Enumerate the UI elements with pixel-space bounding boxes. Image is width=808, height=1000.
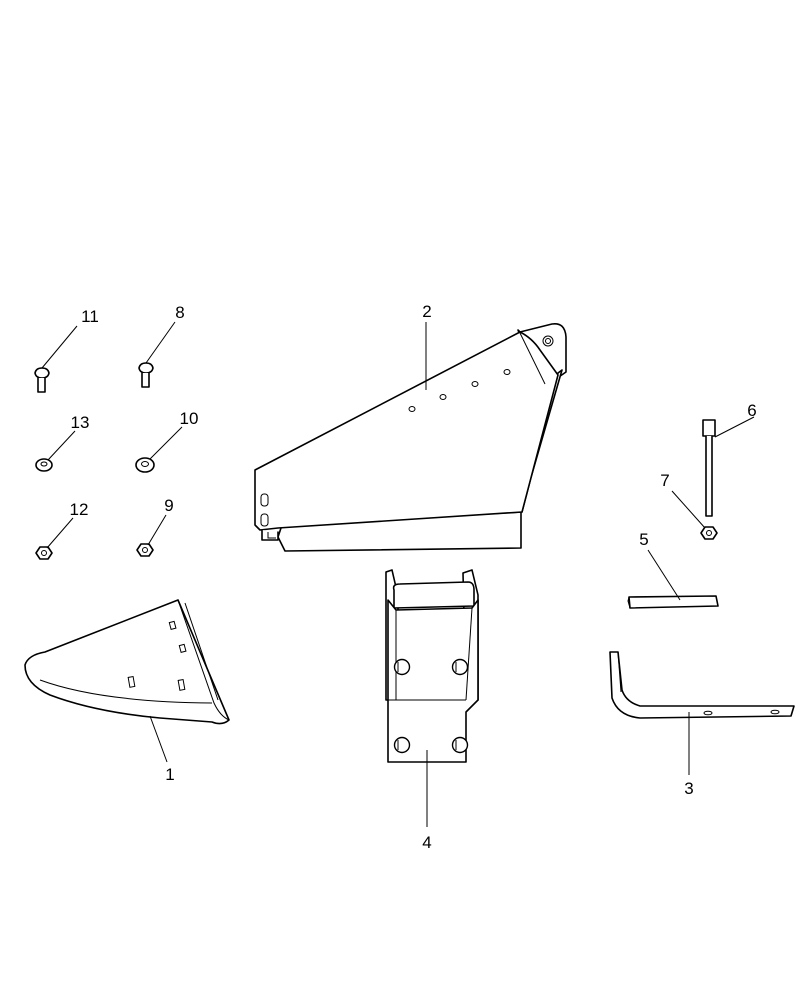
leader-11 — [41, 325, 78, 369]
part-1-point — [24, 599, 230, 725]
leader-8 — [145, 321, 176, 364]
part-4-bracket — [385, 569, 479, 763]
part-11-bolt — [34, 367, 50, 393]
callout-5: 5 — [639, 530, 648, 549]
callout-3: 3 — [684, 779, 693, 798]
leader-12 — [46, 517, 74, 549]
callout-12: 12 — [70, 500, 89, 519]
callout-13: 13 — [71, 413, 90, 432]
callout-7: 7 — [660, 471, 669, 490]
leader-9 — [147, 514, 167, 546]
part-10-washer — [135, 457, 155, 473]
callout-2: 2 — [422, 302, 431, 321]
part-9-nut — [136, 543, 154, 557]
part-5-key-bar — [627, 595, 719, 609]
leader-6 — [714, 416, 755, 438]
part-2-side-plate — [254, 322, 567, 552]
leader-1 — [149, 715, 168, 763]
callout-6: 6 — [747, 401, 756, 420]
leader-7 — [671, 490, 706, 529]
part-12-nut — [35, 546, 53, 560]
part-7-nut — [700, 526, 718, 540]
leader-5 — [647, 549, 681, 601]
leader-lines — [41, 321, 755, 827]
leader-13 — [47, 430, 76, 461]
callout-10: 10 — [180, 409, 199, 428]
part-13-washer — [35, 458, 53, 472]
leader-10 — [149, 426, 183, 460]
callout-8: 8 — [175, 303, 184, 322]
callout-4: 4 — [422, 833, 431, 852]
callout-labels: 11 8 2 13 10 6 7 12 9 5 1 3 4 — [70, 302, 757, 852]
callout-9: 9 — [164, 496, 173, 515]
part-8-bolt — [138, 362, 154, 388]
callout-11: 11 — [81, 307, 99, 326]
part-6-long-bolt — [702, 419, 716, 517]
callout-1: 1 — [165, 765, 174, 784]
part-3-l-bracket — [609, 651, 795, 719]
